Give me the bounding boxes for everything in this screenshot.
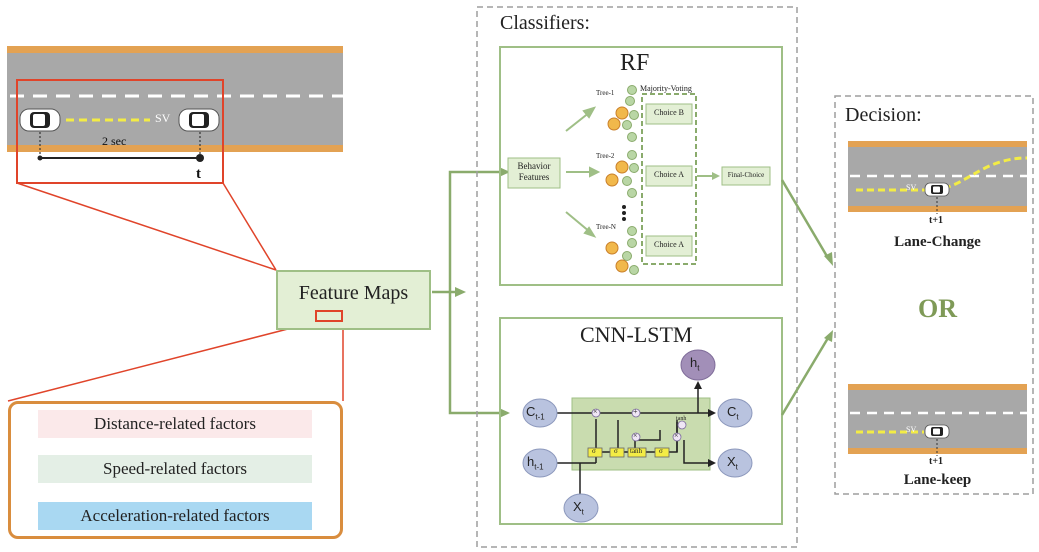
behavior-features-label: Behavior Features [517,161,551,182]
c-next-label: Ct [727,404,739,422]
times-label-1: × [593,407,598,416]
c-next-node [717,398,753,428]
h-prev-label: ht-1 [527,454,544,472]
feature-to-classifier-arrows [432,170,500,415]
sv-car-icon [178,108,220,132]
lane-keep-t: t+1 [929,456,944,467]
tree-1-label: Tree-1 [596,89,615,97]
or-label: OR [918,294,957,323]
sv-car-icon [924,182,950,197]
choice-3-label: Choice A [654,240,684,249]
h-out-label: ht [690,355,700,373]
factors-frame [8,401,343,539]
tree-2-label: Tree-2 [596,152,615,160]
tree-n-label: Tree-N [596,223,616,231]
cnn-lstm-box [499,317,783,525]
feature-map-highlight [315,310,343,322]
choice-box-1 [645,103,693,125]
lane-keep-sv: SV [906,425,917,434]
sv-car-icon [924,424,950,439]
tanh-label-1: tanh [630,447,643,455]
tanh-label-2: tanh [676,416,687,422]
decision-frame [834,95,1034,495]
h-out-node [680,349,716,381]
x-out-node [717,448,753,478]
choice-box-2 [645,165,693,187]
lane-change-label: Lane-Change [894,234,981,250]
selection-box [16,79,224,184]
feature-maps-box: Feature Maps [276,270,431,330]
lane-change-t: t+1 [929,215,944,226]
lane-keep-label: Lane-keep [903,472,972,488]
lane-change-sv: SV [906,183,917,192]
classifiers-title: Classifiers: [500,12,590,34]
distance-factor: Distance-related factors [38,410,312,438]
speed-factor: Speed-related factors [38,455,312,483]
decision-title: Decision: [845,104,922,126]
times-label-3: × [674,431,679,440]
sv-label: SV [155,111,171,125]
x-in-label: Xt [573,499,584,517]
c-prev-node [522,398,558,428]
x-in-node [563,493,599,523]
multiply-gate-icon [591,408,601,418]
choice-1-label: Choice B [654,108,684,117]
sigma-label-3: σ [659,447,663,455]
time-label: t [196,166,201,182]
tanh-gate-icon [677,420,687,430]
rf-box [499,46,783,286]
add-gate-icon [631,408,641,418]
majority-voting-label: Majority-Voting [640,84,692,93]
x-out-label: Xt [727,454,738,472]
cnn-lstm-title: CNN-LSTM [580,322,693,347]
rf-title: RF [620,50,650,76]
choice-box-3 [645,235,693,257]
final-choice-label: Final-Choice [727,171,765,179]
times-label-2: × [633,431,638,440]
multiply-gate-icon [631,432,641,442]
gap-label: 2 sec [102,134,127,148]
time-marker [196,154,204,162]
sigma-label-1: σ [592,447,596,455]
plus-label: + [633,407,638,416]
majority-voting-box [641,93,697,265]
left-road [7,46,343,152]
classifiers-frame [476,6,798,548]
car-icon [19,108,61,132]
feature-maps-label: Feature Maps [298,282,409,304]
h-prev-node [522,448,558,478]
tree-nodes [605,85,639,275]
sigma-label-2: σ [614,447,618,455]
choice-2-label: Choice A [654,170,684,179]
c-prev-label: Ct-1 [526,404,545,422]
final-choice-box [721,166,771,186]
acceleration-factor: Acceleration-related factors [38,502,312,530]
behavior-features-box [507,157,561,189]
multiply-gate-icon [672,432,682,442]
